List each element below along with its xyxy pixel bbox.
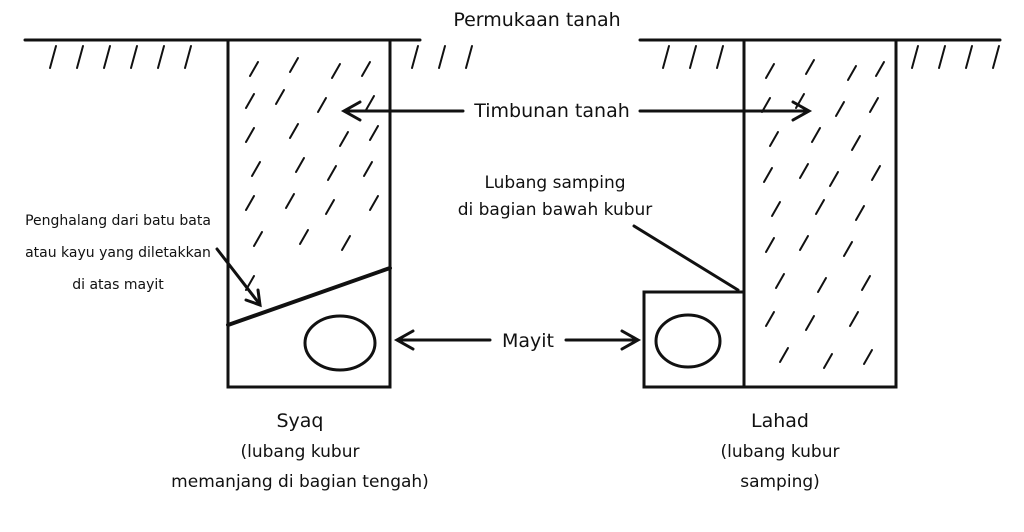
syaq-body (303, 314, 377, 372)
lahad-title: Lahad (751, 410, 809, 432)
syaq-soil-fill (245, 57, 379, 291)
side-hole-label-line1: Lubang samping (484, 173, 625, 193)
body-arrow-right-head (620, 329, 642, 351)
fill-label: Timbunan tanah (473, 100, 630, 122)
side-hole-label-line2: di bagian bawah kubur (458, 200, 653, 220)
lahad-grave-right-wall (742, 38, 898, 389)
fill-arrow-left-head (340, 100, 362, 122)
lahad-desc-line1: (lubang kubur (721, 442, 840, 462)
syaq-grave-walls (226, 38, 392, 389)
lahad-soil-fill (761, 59, 885, 369)
side-hole-pointer (632, 224, 740, 292)
lahad-body (654, 313, 722, 369)
fill-arrow-right-head (791, 100, 813, 122)
surface-hatch-marks (49, 45, 1000, 69)
barrier-arrow-head (244, 288, 262, 308)
surface-label: Permukaan tanah (453, 9, 620, 31)
lahad-grave (642, 38, 898, 389)
lahad-desc-line2: samping) (740, 472, 820, 492)
pointer-arrows (215, 100, 813, 351)
syaq-desc-line2: memanjang di bagian tengah) (171, 472, 429, 492)
syaq-barrier (226, 266, 392, 327)
body-arrow-left-head (393, 329, 415, 351)
syaq-desc-line1: (lubang kubur (241, 442, 360, 462)
body-label: Mayit (502, 330, 554, 352)
barrier-label-line3: di atas mayit (72, 277, 164, 293)
lahad-side-chamber (642, 290, 746, 389)
syaq-grave (226, 38, 392, 389)
syaq-title: Syaq (276, 410, 323, 432)
barrier-label-line1: Penghalang dari batu bata (25, 213, 211, 229)
barrier-label-line2: atau kayu yang diletakkan (25, 245, 211, 261)
barrier-arrow-shaft (215, 247, 260, 304)
